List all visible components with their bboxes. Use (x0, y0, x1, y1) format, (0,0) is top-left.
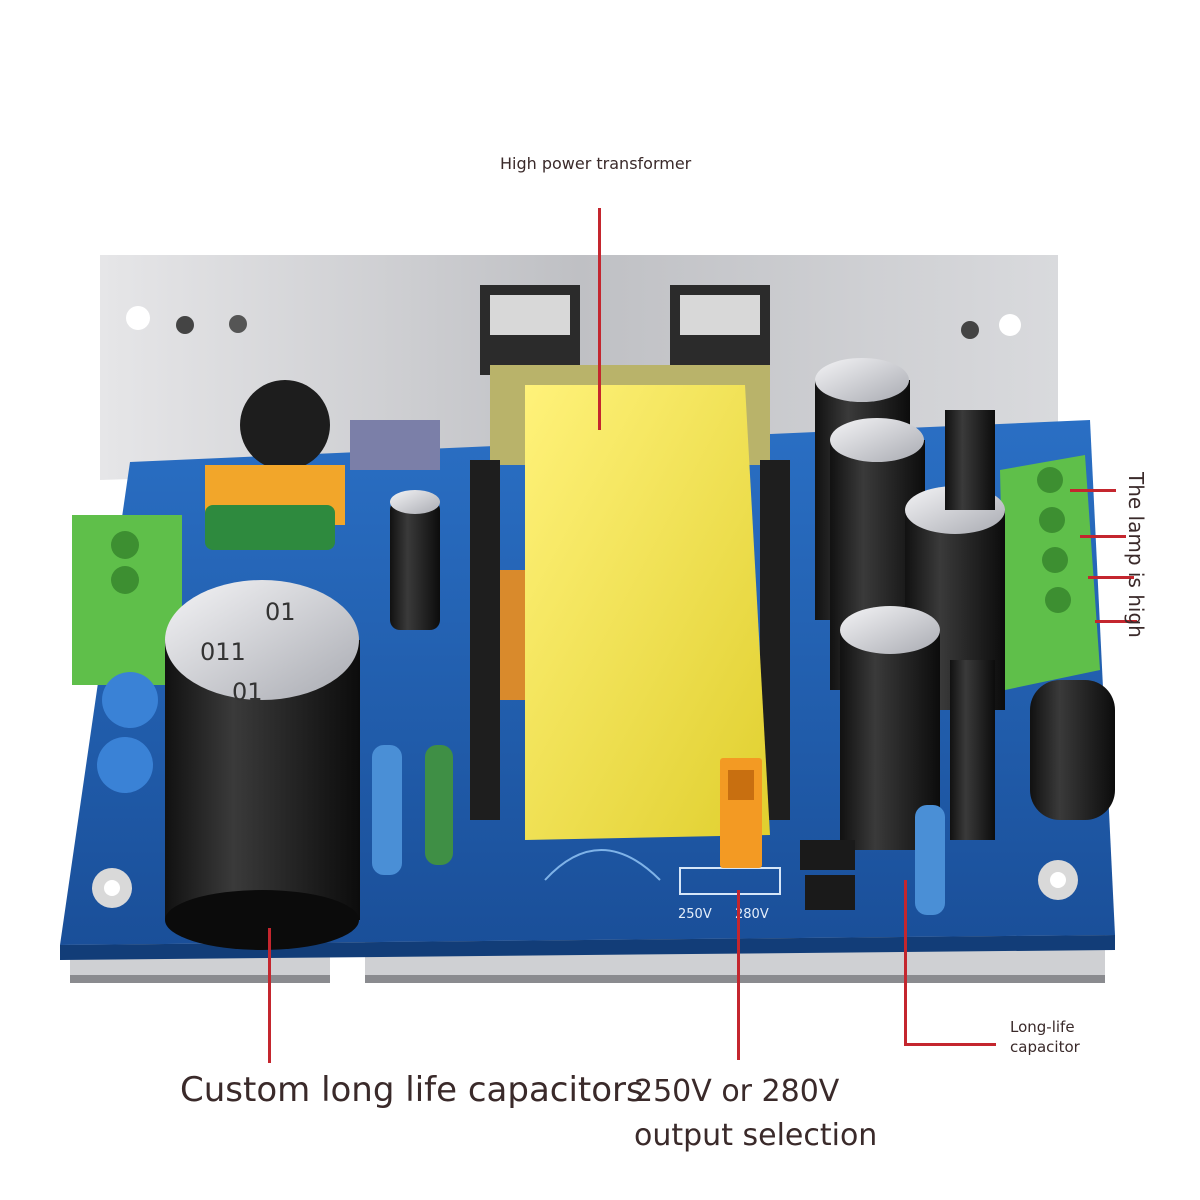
callout-line-lamp-3 (1088, 576, 1134, 579)
callout-line-lamp-2 (1080, 535, 1126, 538)
callout-line-longlife-h (904, 1043, 996, 1046)
label-output-line-1: 250V or 280V (634, 1074, 840, 1109)
label-longlife-line-2: capacitor (1010, 1038, 1080, 1056)
callout-line-custom-caps (268, 928, 271, 1063)
input-terminal-block (72, 515, 182, 685)
jumper-label-250v: 250V (678, 907, 712, 922)
callout-line-lamp-1 (1070, 489, 1116, 492)
callout-line-lamp-4 (1095, 620, 1137, 623)
label-longlife-line-1: Long-life (1010, 1018, 1075, 1036)
cap-sticker-3: 01 (232, 678, 263, 706)
callout-line-longlife-v (904, 880, 907, 1045)
cap-sticker-2: 011 (200, 638, 246, 666)
label-high-power-transformer: High power transformer (500, 154, 692, 173)
label-output-line-2: output selection (634, 1118, 878, 1153)
output-jumper (720, 758, 762, 868)
label-long-life-capacitor: Long-life capacitor (1010, 1017, 1080, 1057)
main-capacitor: 01 011 01 (165, 580, 360, 950)
callout-line-transformer (598, 208, 601, 430)
output-terminal-block (1000, 455, 1100, 690)
label-output-selection: 250V or 280V output selection (634, 1070, 877, 1158)
label-lamp-is-high: The lamp is high (1124, 472, 1148, 638)
callout-line-output-selection (737, 890, 740, 1060)
jumper-label-280v: 280V (735, 907, 769, 922)
transformer (470, 365, 790, 840)
label-custom-long-life-capacitors: Custom long life capacitors (180, 1070, 644, 1110)
input-components (97, 380, 453, 875)
cap-sticker-1: 01 (265, 598, 296, 626)
output-capacitors (800, 358, 1115, 915)
